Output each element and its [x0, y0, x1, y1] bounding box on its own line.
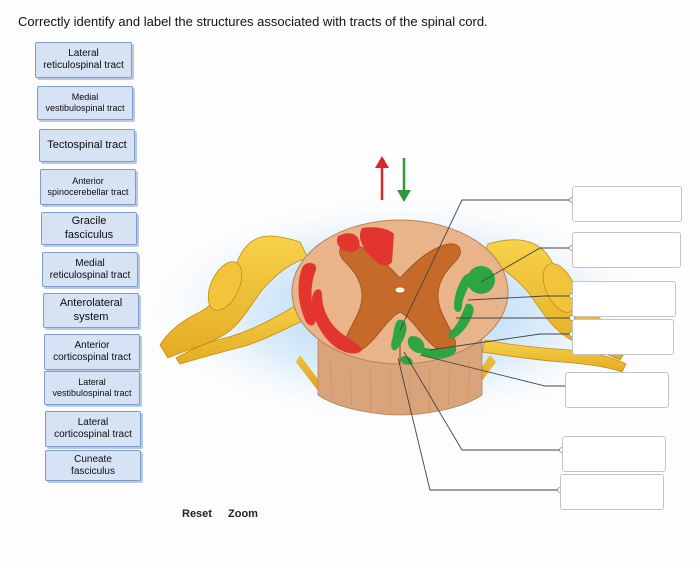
reset-button[interactable]: Reset [182, 508, 212, 520]
label-anterior-corticospinal-tract[interactable]: Anterior corticospinal tract [44, 334, 140, 370]
drop-target-6[interactable] [562, 436, 666, 472]
label-gracile-fasciculus[interactable]: Gracile fasciculus [41, 212, 137, 245]
label-medial-reticulospinal-tract[interactable]: Medial reticulospinal tract [42, 252, 138, 287]
label-text: Lateral reticulospinal tract [43, 48, 124, 71]
label-lateral-reticulospinal-tract[interactable]: Lateral reticulospinal tract [35, 42, 132, 78]
drop-target-4[interactable] [572, 319, 674, 355]
drop-target-2[interactable] [572, 232, 681, 268]
label-text: Lateral vestibulospinal tract [52, 377, 132, 398]
descending-arrow-icon [397, 158, 411, 202]
label-text: Anterior corticospinal tract [53, 340, 131, 363]
label-text: Anterolateral system [59, 297, 123, 323]
label-lateral-corticospinal-tract[interactable]: Lateral corticospinal tract [45, 411, 141, 447]
label-text: Tectospinal tract [47, 138, 127, 151]
instruction-text: Correctly identify and label the structu… [18, 14, 488, 29]
label-text: Lateral corticospinal tract [54, 417, 132, 440]
label-text: Medial vestibulospinal tract [45, 92, 125, 113]
drop-target-1[interactable] [572, 186, 682, 222]
label-text: Anterior spinocerebellar tract [47, 176, 129, 197]
drop-target-3[interactable] [572, 281, 676, 317]
label-cuneate-fasciculus[interactable]: Cuneate fasciculus [45, 450, 141, 481]
label-tectospinal-tract[interactable]: Tectospinal tract [39, 129, 135, 162]
ascending-arrow-icon [375, 156, 389, 200]
label-anterior-spinocerebellar-tract[interactable]: Anterior spinocerebellar tract [40, 169, 136, 205]
ascending-tracts [298, 227, 394, 354]
label-text: Gracile fasciculus [64, 215, 114, 241]
label-lateral-vestibulospinal-tract[interactable]: Lateral vestibulospinal tract [44, 371, 140, 405]
label-text: Medial reticulospinal tract [49, 257, 131, 281]
label-anterolateral-system[interactable]: Anterolateral system [43, 293, 139, 328]
label-medial-vestibulospinal-tract[interactable]: Medial vestibulospinal tract [37, 86, 133, 120]
drop-target-7[interactable] [560, 474, 664, 510]
leader-lines [397, 199, 572, 491]
zoom-button[interactable]: Zoom [228, 508, 258, 520]
label-text: Cuneate fasciculus [71, 453, 115, 477]
descending-tracts [391, 266, 495, 365]
spinal-cord-cross-section [291, 219, 509, 416]
drop-target-5[interactable] [565, 372, 669, 408]
